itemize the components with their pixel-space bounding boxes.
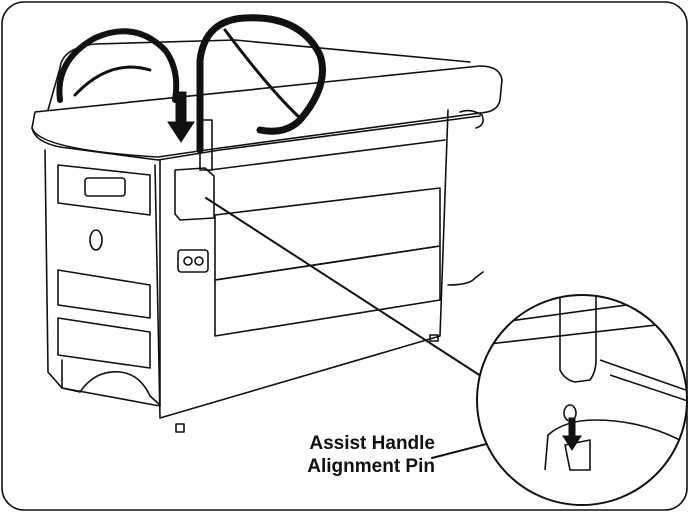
assist-handle-icon [559, 295, 597, 383]
logo-badge [89, 229, 103, 251]
main-cabinet-side [154, 109, 449, 419]
rear-hoop-handle [56, 28, 180, 103]
inset-down-arrow-icon [562, 417, 582, 451]
handle-post [199, 119, 213, 171]
power-cord [447, 271, 484, 286]
leader-line [205, 197, 485, 379]
foot-2 [429, 334, 439, 342]
front-drawer [214, 187, 441, 281]
table-top-cushion [31, 65, 503, 158]
step-tread [57, 164, 151, 216]
inset-mount-top [544, 419, 687, 471]
left-drawer-1 [57, 269, 151, 319]
down-arrow-icon [167, 91, 195, 143]
detail-inset [476, 294, 688, 506]
callout-label-line2: Alignment Pin [307, 456, 435, 477]
back-cushion [47, 39, 471, 111]
step-control [84, 177, 126, 197]
table-top-edge [31, 115, 481, 161]
outlet-socket-2 [194, 256, 204, 266]
cabinet-divider [209, 139, 446, 171]
front-hoop-handle [196, 14, 326, 154]
callout-label-line1: Assist Handle [309, 433, 435, 454]
front-drawer-lower [214, 245, 441, 337]
exam-table-illustration [31, 14, 561, 459]
front-hoop-handle-inner [223, 28, 302, 120]
paper-roll-holder [459, 109, 484, 129]
electrical-outlet [177, 249, 209, 273]
handle-mount-housing [174, 167, 215, 221]
inset-mount-slot [564, 439, 591, 471]
inset-circle [476, 294, 688, 506]
rear-hoop-handle-inner [73, 65, 152, 97]
left-drawer-2 [57, 317, 151, 369]
foot-1 [175, 423, 185, 433]
inset-rail [599, 359, 687, 406]
outlet-socket-1 [183, 256, 193, 266]
bottom-step [61, 359, 161, 406]
